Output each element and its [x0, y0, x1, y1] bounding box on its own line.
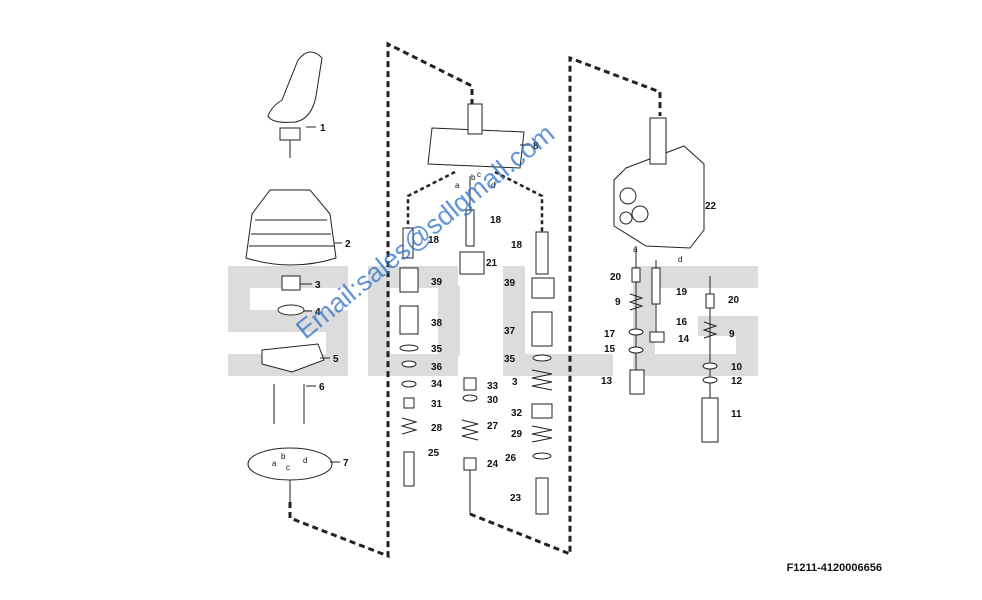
part-label: 25: [428, 448, 440, 459]
connector-letter: b: [281, 452, 286, 461]
sdlg-watermark-logo: [228, 266, 758, 376]
connector-letter: a: [633, 245, 638, 254]
part-label: 35: [431, 344, 443, 355]
part-label: 28: [431, 423, 443, 434]
part-label: 27: [487, 421, 499, 432]
part-label: 13: [601, 376, 613, 387]
part-label: 3: [315, 280, 321, 291]
connector-letter: d: [303, 456, 307, 465]
part-label: 3: [512, 377, 518, 388]
part-label: 18: [490, 215, 502, 226]
part-label: 23: [510, 493, 522, 504]
part-label: 39: [431, 277, 443, 288]
part-label: 10: [731, 362, 743, 373]
part-label: 36: [431, 362, 443, 373]
connector-letter: c: [286, 463, 290, 472]
part-label: 30: [487, 395, 499, 406]
joystick-handle: [267, 51, 323, 123]
part-label: 17: [604, 329, 616, 340]
part-label: 8: [533, 141, 539, 152]
part-label: 12: [731, 376, 743, 387]
connector-letter: d: [678, 255, 682, 264]
part-label: 26: [505, 453, 517, 464]
part-label: 24: [487, 459, 499, 470]
part-label: 33: [487, 381, 499, 392]
part-label: 9: [729, 329, 735, 340]
part-label: 14: [678, 334, 690, 345]
handle-nut: [279, 127, 301, 141]
diagram-code: F1211-4120006656: [786, 562, 882, 574]
connector-letter: a: [272, 459, 277, 468]
part-label: 34: [431, 379, 443, 390]
part-label: 18: [511, 240, 523, 251]
part-label: 29: [511, 429, 523, 440]
connector-letter: a: [455, 181, 460, 190]
part-label: 38: [431, 318, 443, 329]
part-label: 1: [320, 123, 326, 134]
part-label: 2: [345, 239, 351, 250]
part-label: 31: [431, 399, 443, 410]
part-label: 11: [731, 409, 742, 420]
part-label: 16: [676, 317, 688, 328]
part-label: 6: [319, 382, 325, 393]
connector-letter: b: [471, 173, 476, 182]
part-label: 20: [610, 272, 622, 283]
part-label: 37: [504, 326, 516, 337]
part-label: 21: [486, 258, 498, 269]
part-label: 35: [504, 354, 516, 365]
rubber-boot: [245, 189, 337, 266]
part-label: 9: [615, 297, 621, 308]
part-label: 7: [343, 458, 349, 469]
part-label: 19: [676, 287, 688, 298]
part-label: 4: [315, 307, 321, 318]
part-label: 32: [511, 408, 523, 419]
part-label: 18: [428, 235, 440, 246]
connector-letter: c: [477, 170, 481, 179]
part-label: 39: [504, 278, 516, 289]
connector-letter: d: [491, 181, 495, 190]
part-label: 15: [604, 344, 616, 355]
part-label: 20: [728, 295, 740, 306]
part-label: 5: [333, 354, 339, 365]
part-label: 22: [705, 201, 717, 212]
